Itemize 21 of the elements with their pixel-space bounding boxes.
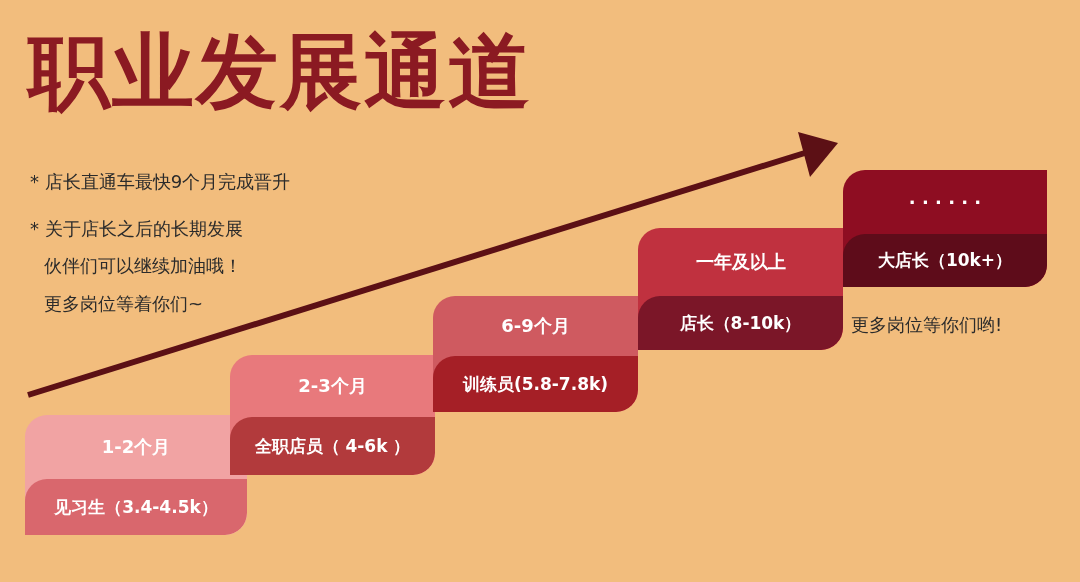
period-label: 6-9个月 bbox=[501, 314, 570, 338]
note-text: 更多岗位等着你们~ bbox=[44, 292, 204, 316]
note-text: * 店长直通车最快9个月完成晋升 bbox=[30, 170, 291, 194]
salary-label: 见习生（3.4-4.5k） bbox=[25, 479, 247, 535]
step-block bbox=[230, 355, 435, 475]
period-label: · · · · · · bbox=[908, 191, 982, 213]
period-label: 1-2个月 bbox=[101, 435, 171, 459]
step-block bbox=[843, 170, 1047, 287]
salary-label: 大店长（10k+） bbox=[843, 234, 1047, 287]
note-text: 更多岗位等你们哟! bbox=[851, 313, 1003, 337]
step-block bbox=[433, 296, 638, 412]
note-text: * 关于店长之后的长期发展 bbox=[30, 217, 243, 241]
note-text: 伙伴们可以继续加油哦！ bbox=[44, 254, 242, 278]
salary-label: 训练员(5.8-7.8k) bbox=[433, 356, 638, 412]
salary-label: 全职店员（ 4-6k ） bbox=[230, 417, 435, 475]
step-block bbox=[638, 228, 843, 350]
salary-label: 店长（8-10k） bbox=[638, 296, 843, 350]
period-label: 一年及以上 bbox=[695, 250, 786, 274]
title: 职业发展通道 bbox=[28, 23, 532, 121]
period-label: 2-3个月 bbox=[298, 374, 367, 398]
step-block bbox=[25, 415, 247, 535]
